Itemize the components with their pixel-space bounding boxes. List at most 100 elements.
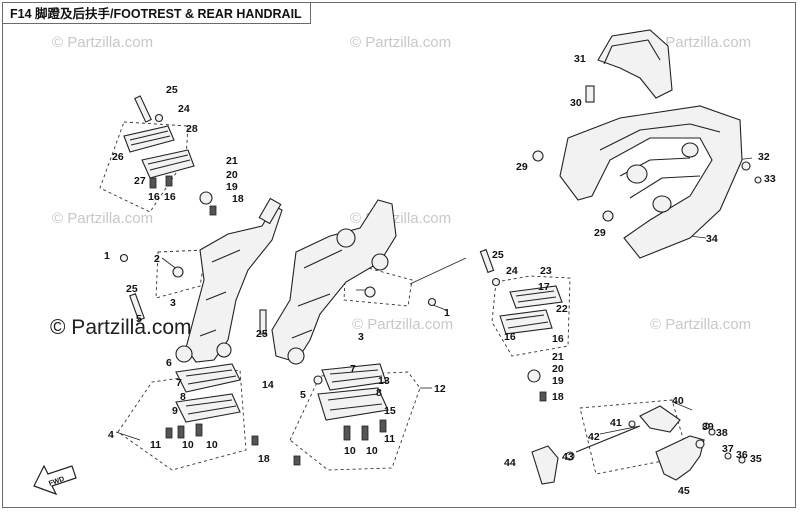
callout-20: 20: [226, 169, 238, 181]
handrail-washer-32: [741, 161, 751, 171]
bushing-2: [364, 286, 376, 298]
pin-38: [708, 428, 716, 436]
clip-18: [209, 205, 217, 216]
callout-15: 15: [384, 405, 396, 417]
brake-link-40: [639, 405, 681, 433]
callout-3: 3: [358, 331, 364, 343]
handrail-mount-hole: [626, 164, 648, 184]
spring-5: [313, 375, 323, 385]
bolt-25: [259, 309, 267, 335]
watermark: © Partzilla.com: [650, 316, 752, 333]
callout-23: 23: [540, 265, 552, 277]
left-bracket-pivot: [216, 342, 232, 358]
watermark: © Partzilla.com: [52, 210, 154, 227]
handrail-mount-hole: [681, 142, 699, 158]
callout-28: 28: [186, 123, 198, 135]
clip-11: [379, 419, 387, 433]
callout-12: 12: [434, 383, 446, 395]
callout-11: 11: [384, 433, 395, 445]
handrail-nut-33: [754, 176, 762, 184]
callout-4: 4: [108, 429, 114, 441]
callout-45: 45: [678, 485, 690, 497]
group-box-bracket-2: [155, 249, 207, 299]
callout-36: 36: [736, 449, 748, 461]
right-bracket-pivot: [287, 347, 305, 365]
cover-39: [702, 422, 710, 430]
footrest-rubber-26: [123, 125, 175, 153]
pin-10: [361, 425, 369, 441]
footrest-rubber-9-grip: [185, 399, 237, 415]
spring-19: [527, 369, 541, 383]
right-bracket-detail: [291, 249, 343, 339]
nut-43: [565, 451, 575, 461]
rear-handrail-cover: [597, 29, 673, 99]
callout-41: 41: [610, 417, 622, 429]
callouts: 25 24 28 26 21 20 19 27 16 16 18 1 2 3 2…: [104, 53, 776, 497]
callout-21: 21: [552, 351, 564, 363]
washer-37: [695, 439, 705, 449]
callout-16: 16: [552, 333, 564, 345]
callout-26: 26: [112, 151, 124, 163]
callout-10: 10: [366, 445, 378, 457]
callout-1: 1: [104, 250, 110, 262]
left-bracket-pivot: [175, 345, 193, 363]
callout-25: 25: [166, 84, 178, 96]
callout-3: 3: [170, 297, 176, 309]
callout-8: 8: [180, 391, 186, 403]
footrest-peg-7-grip: [185, 369, 237, 385]
callout-9: 9: [172, 405, 178, 417]
callout-37: 37: [722, 443, 734, 455]
callout-24: 24: [506, 265, 518, 277]
callout-18: 18: [258, 453, 270, 465]
pin-10: [177, 425, 185, 439]
callout-38: 38: [716, 427, 728, 439]
callout-11: 11: [150, 439, 161, 451]
pin-36: [724, 452, 732, 460]
callout-42: 42: [588, 431, 600, 443]
pin-10: [343, 425, 351, 441]
callout-24: 24: [178, 103, 190, 115]
callout-32: 32: [758, 151, 770, 163]
fwd-arrow: FWD: [33, 464, 77, 496]
clip-18: [539, 391, 547, 402]
handrail-bolt-29: [602, 210, 614, 222]
group-box-4: [117, 369, 247, 471]
left-bracket-tab: [258, 197, 282, 225]
callout-1: 1: [444, 307, 450, 319]
callout-7: 7: [350, 363, 356, 375]
footrest-peg-7: [175, 363, 241, 393]
callout-10: 10: [182, 439, 194, 451]
washer-24: [491, 277, 501, 287]
watermark: © Partzilla.com: [350, 34, 452, 51]
footrest-rubber-15-grip: [327, 393, 383, 411]
spring-19: [199, 191, 213, 205]
callout-34: 34: [706, 233, 718, 245]
callout-27: 27: [134, 175, 146, 187]
watermark: © Partzilla.com: [50, 316, 192, 339]
callout-29: 29: [594, 227, 606, 239]
callout-10: 10: [344, 445, 356, 457]
callout-31: 31: [574, 53, 586, 65]
rear-handrail: [559, 105, 743, 259]
callout-5: 5: [300, 389, 306, 401]
right-bracket-mount: [336, 228, 356, 248]
callout-35: 35: [750, 453, 762, 465]
handrail-mount-hole: [652, 195, 672, 213]
callout-18: 18: [552, 391, 564, 403]
callout-16: 16: [504, 331, 516, 343]
pin-10: [195, 423, 203, 437]
callout-19: 19: [226, 181, 238, 193]
callout-22: 22: [556, 303, 568, 315]
footrest-peg-grip: [147, 154, 191, 171]
footrest-rubber-15: [317, 387, 389, 421]
bolt-25: [129, 293, 145, 321]
right-bracket-mount: [371, 253, 389, 271]
callout-39: 39: [702, 421, 714, 433]
callout-40: 40: [672, 395, 684, 407]
callout-17: 17: [538, 281, 550, 293]
bolt-1: [427, 297, 437, 307]
handrail-bolt-30: [585, 85, 595, 103]
